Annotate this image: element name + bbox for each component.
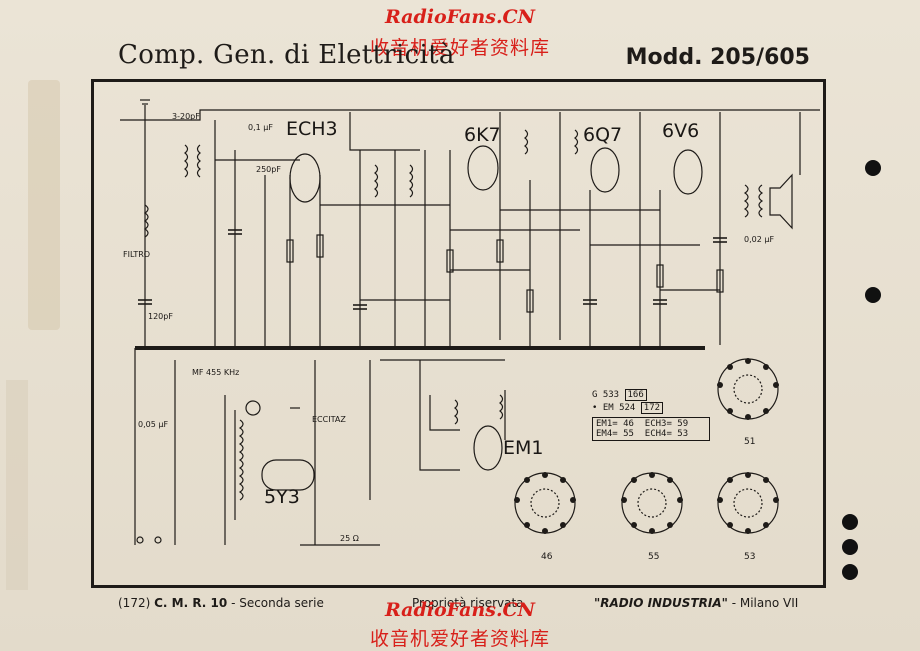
manufacturer-title: Comp. Gen. di Elettricità <box>118 40 455 70</box>
label-c1: 3-20pF <box>172 112 200 121</box>
label-c3: 250pF <box>256 165 281 174</box>
schematic-frame <box>91 79 826 588</box>
binder-hole <box>842 564 858 580</box>
socket-number-51: 51 <box>744 437 756 447</box>
watermark-bottom-cn: 收音机爱好者资料库 <box>369 628 550 650</box>
label-c2: 0,1 µF <box>248 123 273 132</box>
binder-hole <box>865 160 881 176</box>
binder-hole <box>842 514 858 530</box>
tube-label-ech3: ECH3 <box>286 118 338 140</box>
watermark-top-cn: 收音机爱好者资料库 <box>369 37 550 59</box>
tube-label-em1: EM1 <box>503 437 544 459</box>
socket-number-53: 53 <box>744 552 756 562</box>
socket-number-55: 55 <box>648 552 660 562</box>
tube-label-5y3: 5Y3 <box>264 486 300 508</box>
binder-hole <box>842 539 858 555</box>
pinout-table: EM1= 46 ECH3= 59 EM4= 55 ECH4= 53 <box>592 417 710 441</box>
label-mf: MF 455 KHz <box>192 368 240 377</box>
code-row: G 533 166 <box>592 389 710 401</box>
faded-stamp <box>28 80 60 330</box>
label-c6: 0,02 µF <box>744 235 775 244</box>
model-title: Modd. 205/605 <box>625 45 810 70</box>
watermark-bottom-en: RadioFans.CN <box>384 599 536 621</box>
tube-label-6v6: 6V6 <box>662 120 700 142</box>
label-r1: 25 Ω <box>340 534 359 543</box>
footer-rights: Proprietà riservata <box>412 596 524 610</box>
label-c4: 120pF <box>148 312 173 321</box>
socket-number-46: 46 <box>541 552 553 562</box>
pinout-row: EM1= 46 ECH3= 59 <box>596 419 689 429</box>
binder-hole <box>865 287 881 303</box>
faded-side-text <box>6 380 28 590</box>
tube-label-6q7: 6Q7 <box>583 124 623 146</box>
watermark-top-en: RadioFans.CN <box>384 6 536 28</box>
tube-label-6k7: 6K7 <box>464 124 501 146</box>
code-table: G 533 166 • EM 524 172 EM1= 46 ECH3= 59 … <box>592 389 710 441</box>
pinout-row: EM4= 55 ECH4= 53 <box>596 429 689 439</box>
label-filtro: FILTRO <box>123 250 151 259</box>
code-row: • EM 524 172 <box>592 402 710 414</box>
label-ecc-ital: ECCITAZ <box>312 415 346 424</box>
footer-publisher: "RADIO INDUSTRIA" - Milano VII <box>594 596 799 610</box>
footer-series: (172) C. M. R. 10 - Seconda serie <box>118 596 324 610</box>
label-c5: 0,05 µF <box>138 420 169 429</box>
